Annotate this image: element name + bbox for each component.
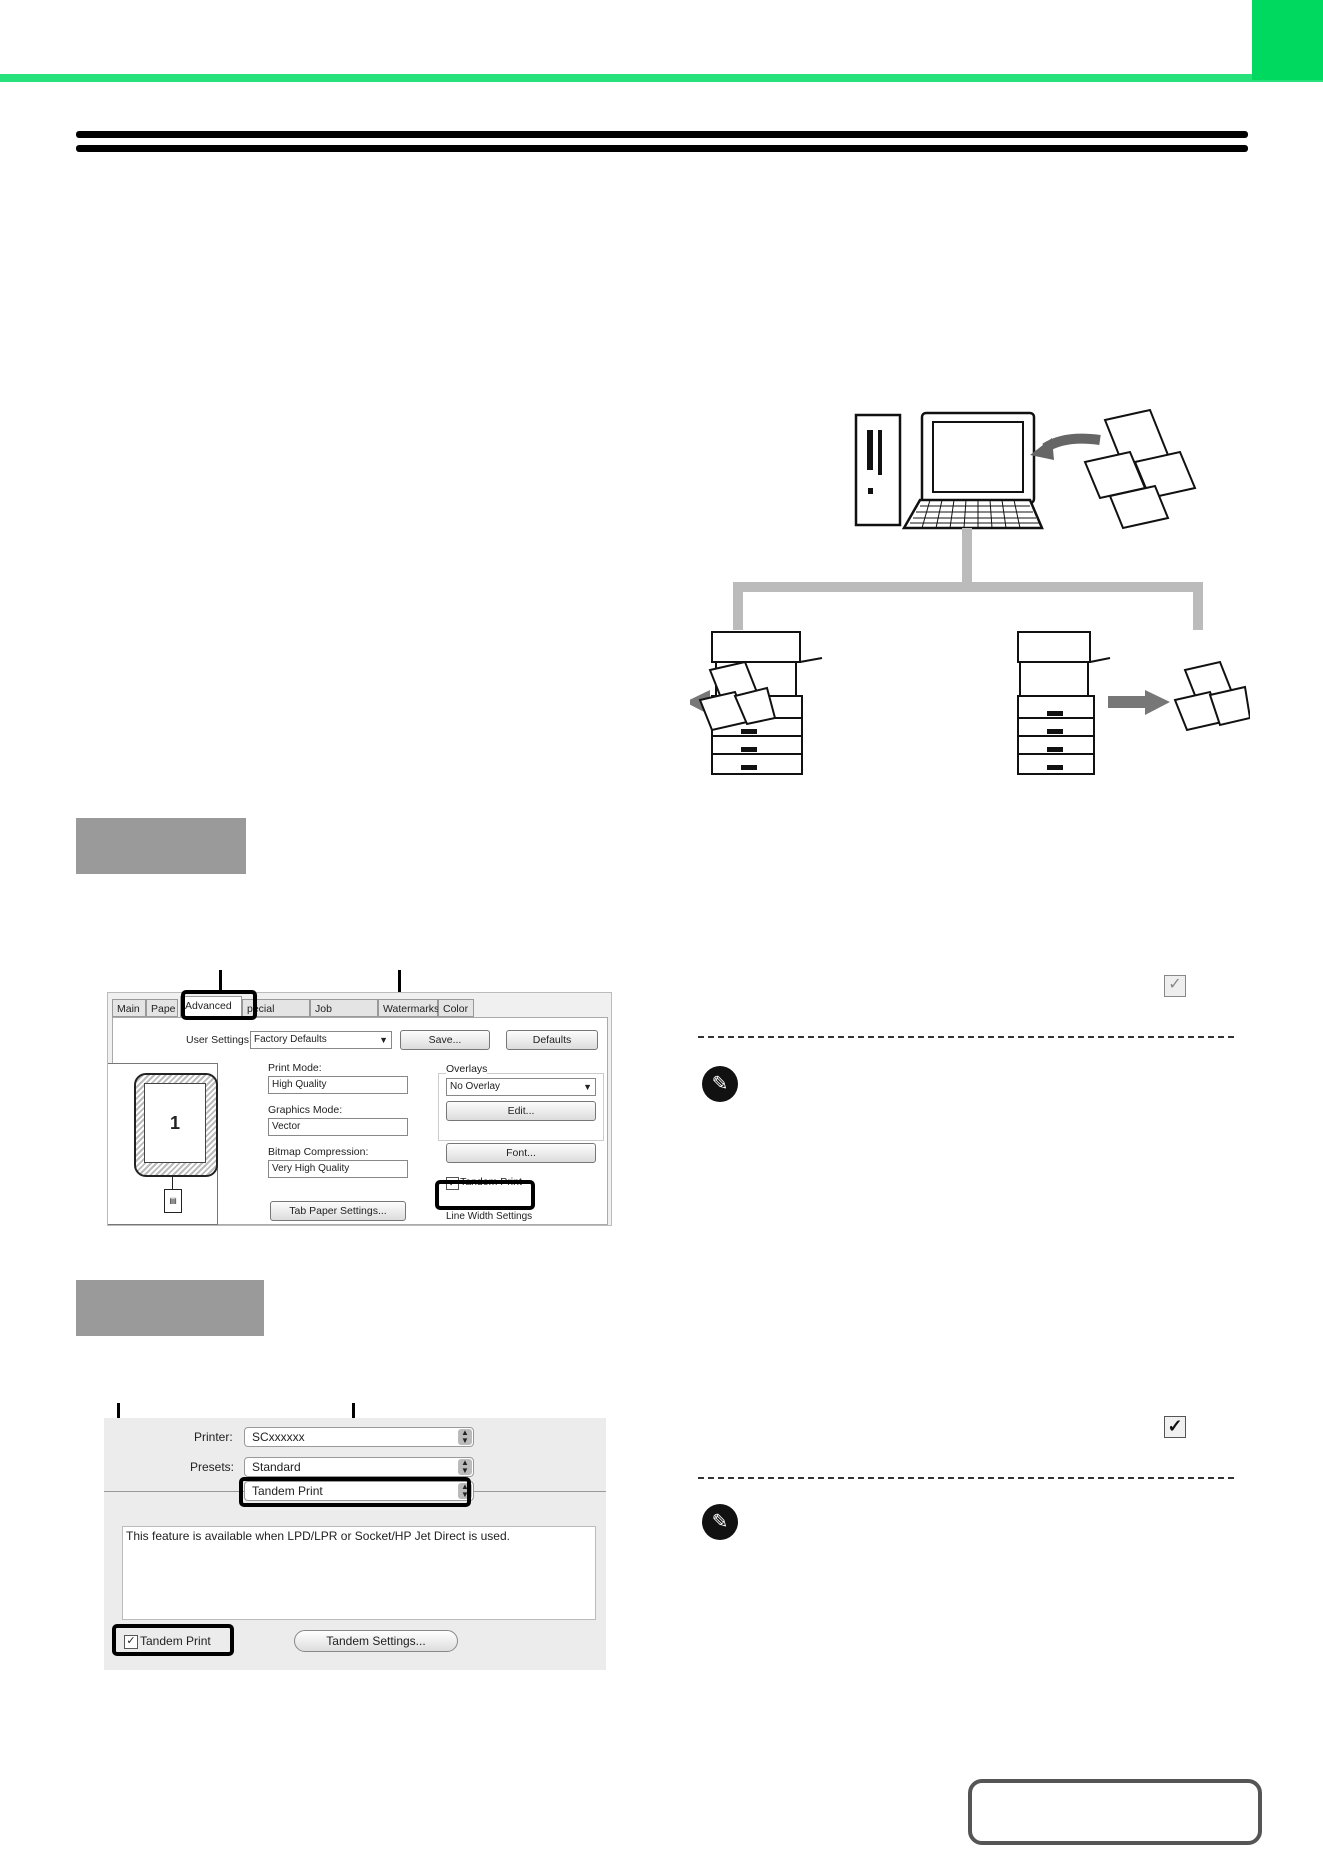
printer-properties-dialog: Main Pape Advanced pecial Modes Job Hand… <box>107 992 612 1226</box>
panel-select-callout <box>239 1477 471 1507</box>
checkbox-icon: ✓ <box>1164 1416 1186 1438</box>
arrow-icon <box>1145 690 1170 715</box>
overlays-label: Overlays <box>446 1063 488 1075</box>
print-mode-select[interactable]: High Quality <box>268 1076 408 1094</box>
advanced-tab-callout <box>181 990 257 1020</box>
pencil-note-icon: ✎ <box>702 1066 738 1102</box>
bitmap-compression-label: Bitmap Compression: <box>268 1146 369 1158</box>
bitmap-compression-select[interactable]: Very High Quality <box>268 1160 408 1178</box>
pencil-note-icon: ✎ <box>702 1504 738 1540</box>
arrow-icon <box>1042 433 1101 453</box>
tandem-checkbox-callout <box>112 1624 234 1656</box>
save-button[interactable]: Save... <box>400 1030 490 1050</box>
tab-watermarks[interactable]: Watermarks <box>378 999 439 1017</box>
tab-paper[interactable]: Pape <box>146 999 178 1017</box>
header-bar <box>0 0 1323 75</box>
document-stack-icon <box>1173 660 1250 732</box>
tab-main[interactable]: Main <box>112 999 146 1017</box>
page-nav-box[interactable] <box>968 1779 1262 1845</box>
callout-line-1 <box>219 970 222 992</box>
tab-paper-settings-button[interactable]: Tab Paper Settings... <box>270 1201 406 1221</box>
print-mode-label: Print Mode: <box>268 1062 322 1074</box>
edit-button[interactable]: Edit... <box>446 1101 596 1121</box>
user-settings-select[interactable]: Factory Defaults▼ <box>250 1031 392 1049</box>
header-accent-square <box>1252 0 1323 80</box>
graphics-mode-select[interactable]: Vector <box>268 1118 408 1136</box>
tandem-network-illustration <box>690 408 1250 775</box>
presets-label: Presets: <box>190 1460 235 1474</box>
tab-color[interactable]: Color <box>438 999 474 1017</box>
computer-icon <box>854 411 1044 530</box>
step-1-box <box>76 818 246 874</box>
printer-icon <box>1017 631 1111 775</box>
defaults-button[interactable]: Defaults <box>506 1030 598 1050</box>
title-rule-top <box>76 131 1248 138</box>
printer-select[interactable]: SCxxxxxx▲▼ <box>244 1427 474 1447</box>
tandem-print-checkbox[interactable]: ✓ <box>124 1635 138 1649</box>
presets-select[interactable]: Standard▲▼ <box>244 1457 474 1477</box>
overlays-select[interactable]: No Overlay▼ <box>446 1078 596 1096</box>
dotted-separator <box>698 1477 1234 1479</box>
preview-connector <box>172 1175 173 1189</box>
page-number: 1 <box>144 1083 206 1163</box>
tandem-print-checkbox-label: Tandem Print <box>140 1634 211 1648</box>
step-2-box <box>76 1280 264 1336</box>
feature-description: This feature is available when LPD/LPR o… <box>126 1529 510 1543</box>
mac-print-dialog: Printer: SCxxxxxx▲▼ Presets: Standard▲▼ … <box>104 1418 606 1670</box>
document-stack-icon <box>1083 408 1197 530</box>
tandem-print-callout <box>435 1180 535 1210</box>
title-rule-bottom <box>76 145 1248 152</box>
user-settings-label: User Settings: <box>186 1034 252 1046</box>
printer-label: Printer: <box>194 1430 233 1444</box>
tab-advanced[interactable]: Advanced <box>180 996 242 1018</box>
overlays-group <box>438 1073 604 1141</box>
dotted-separator <box>698 1036 1234 1038</box>
font-button[interactable]: Font... <box>446 1143 596 1163</box>
tab-job-handling[interactable]: Job Handling <box>310 999 378 1033</box>
description-box <box>122 1526 596 1620</box>
checkbox-icon: ✓ <box>1164 975 1186 997</box>
graphics-mode-label: Graphics Mode: <box>268 1104 343 1116</box>
tandem-settings-button[interactable]: Tandem Settings... <box>294 1630 458 1652</box>
document-stack-icon <box>698 660 777 732</box>
line-width-settings-label: Line Width Settings <box>446 1211 533 1222</box>
document-icon: ▤ <box>164 1189 182 1213</box>
header-accent-line <box>0 74 1323 82</box>
